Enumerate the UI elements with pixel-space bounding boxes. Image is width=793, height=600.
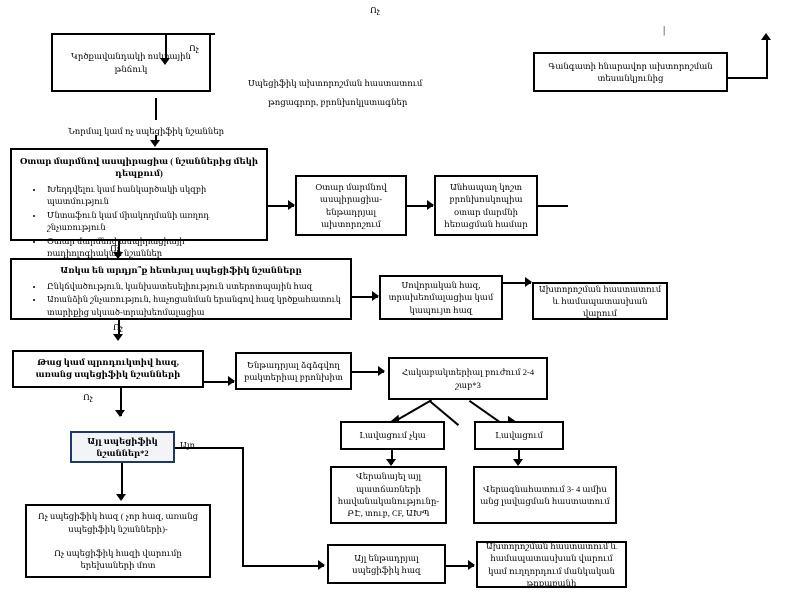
improvement-label: Լավացում [495,430,543,441]
no-improvement-label: Լավացում չկա [359,430,426,441]
confirm-diagnosis-manage-label: Ախտորոշման հաստատում և համապատասխան վարո… [538,283,662,319]
connector-blue-down-to-nonspecific [121,463,123,499]
history-exam-box[interactable]: Գանգատի հնարավոր ախտորոշման տեսանկյունից [533,52,728,92]
foreign-body-aspiration-title: Օտար մարմնով ասպիրացիա ( նշաններից մեկի … [19,156,259,178]
foreign-body-aspiration-bullets: Խեղդվելու կամ հանկարծակի սկզբի պատմությո… [18,184,260,262]
connector-chest-trauma-top [165,33,215,35]
other-suspected-specific-cough-box[interactable]: Այլ ենթադրյալ սպեցիֆիկ հազ [327,544,446,584]
arrowhead-specific-to-common-cough [372,291,379,301]
other-specific-signs-box[interactable]: Այլ սպեցիֆիկ նշաններ*2 [70,431,175,463]
common-cough-box[interactable]: Սովորական հազ, տրախեոմալացիա կամ կապույտ… [379,275,503,320]
label-no-after-specific: Ոչ [113,322,123,333]
chest-trauma-box[interactable]: Կրծքավանդակի ոսկրային թնճուկ [51,33,211,92]
reassess-box[interactable]: Վերագնահատում 3- 4 ամիս անց լավացման հաս… [473,466,617,524]
aspiration-note-line1: Սպեցիֆիկ ախտորոշման հաստատում [248,78,423,88]
list-item: Խեղդվելու կամ հանկարծակի սկզբի պատմությո… [44,184,260,209]
connector-other-suspected-to-confirm2 [446,565,474,567]
arrowhead-common-to-confirm [525,277,532,287]
connector-fb-down [118,241,120,256]
review-other-causes-label: Վերանայել այլ պատճառների հավանականությու… [337,471,440,519]
arrowhead-into-fb-box [150,140,160,147]
connector-common-to-confirm [503,282,531,284]
connector-into-chest-trauma [165,33,167,62]
connector-wet-down [120,388,122,416]
review-other-causes-box[interactable]: Վերանայել այլ պատճառների հավանականությու… [330,466,447,524]
connector-improvement-down [518,450,520,464]
common-cough-label: Սովորական հազ, տրախեոմալացիա կամ կապույտ… [388,280,494,315]
reassess-label: Վերագնահատում 3- 4 ամիս անց լավացման հաս… [480,483,610,506]
edge-label-nonspecific-signs: Նորմալ կամ ոչ սպեցիֆիկ նշաններ [68,126,225,136]
connector-specific-to-common-cough [352,296,378,298]
improvement-box[interactable]: Լավացում [474,421,564,450]
confirm-diagnosis-guideline-label: Ախտորոշման հաստատում և համապատասխան վարո… [485,540,618,588]
list-item: Օտար մարմնով ասպիրացիայի ռադիոլոգիական ն… [44,236,260,261]
connector-specific-down [118,320,120,338]
antibacterial-treatment-line2: շաբ*3 [455,379,481,390]
connector-fb-to-suspected [268,205,294,207]
arrowhead-blue-to-other-suspected [318,560,325,570]
connector-bronchoscopy-out [538,205,568,207]
connector-blue-right [175,447,244,449]
vertical-bar-decoration: | [663,24,666,36]
arrowhead-into-chest-trauma [160,58,170,65]
label-no-after-wet-cough: Ոչ [83,392,93,402]
connector-blue-to-other-suspected [242,565,324,567]
aspiration-note-line2: թոցագրոր, բրոնխոկլստագներ [268,97,408,107]
arrowhead-into-wet-cough [113,334,123,341]
label-no-after-aspiration: Ոչ [110,243,120,253]
confirm-diagnosis-guideline-box[interactable]: Ախտորոշման հաստատում և համապատասխան վարո… [476,541,627,588]
urgent-bronchoscopy-label: Անհապաղ կոշտ բրոնխոսկոպիա օտար մարմնի հե… [444,181,528,229]
suspected-aspiration-box[interactable]: Օտար մարմնով ասպիրացիա-ենթադրյալ ախտորոշ… [295,175,407,236]
antibacterial-treatment-line1: Հակաբակտերիալ բուժում 2-4 [401,367,535,378]
list-item: Առանձին շնչառություն, հաչոցանման երանգով… [44,294,344,319]
nonspecific-cough-line1: Ոչ սպեցիֆիկ հազ ( չոր հազ, առանց սպեցիֆի… [37,511,199,534]
other-suspected-specific-cough-label: Այլ ենթադրյալ սպեցիֆիկ հազ [352,552,421,575]
arrowhead-bronchitis-to-antibacterial [378,366,385,376]
antibacterial-treatment-box[interactable]: Հակաբակտերիալ բուժում 2-4 շաբ*3 [388,357,548,400]
nonspecific-cough-box[interactable]: Ոչ սպեցիֆիկ հազ ( չոր հազ, առանց սպեցիֆի… [25,504,211,578]
protracted-bacterial-bronchitis-label: Ենթադրյալ ձգձգվող բակտերիալ բրոնխիտ [244,359,343,382]
connector-chest-trauma-down2 [155,135,157,143]
arrowhead-fb-to-suspected [288,200,295,210]
confirm-diagnosis-manage-box[interactable]: Ախտորոշման հաստատում և համապատասխան վարո… [532,282,668,320]
urgent-bronchoscopy-box[interactable]: Անհապաղ կոշտ բրոնխոսկոպիա օտար մարմնի հե… [434,175,538,236]
connector-no-improvement-down [391,450,393,464]
chest-trauma-label: Կրծքավանդակի ոսկրային թնճուկ [71,51,191,74]
list-item: Ընկճվածություն, կանխատեսելիություն ստերո… [44,281,344,293]
wet-productive-cough-box[interactable]: Թաց կամ պրոդուկտիվ հազ, առանց սպեցիֆիկ ն… [12,350,204,388]
no-improvement-box[interactable]: Լավացում չկա [340,421,445,450]
foreign-body-aspiration-box[interactable]: Օտար մարմնով ասպիրացիա ( նշաններից մեկի … [10,148,268,258]
connector-bronchitis-to-antibacterial [352,371,384,373]
specific-signs-bullets: Ընկճվածություն, կանխատեսելիություն ստերո… [18,281,344,320]
arrowhead-into-blue-box [115,410,125,417]
connector-top-right-out [728,77,768,79]
arrowhead-wet-to-bronchitis [228,376,235,386]
suspected-aspiration-label: Օտար մարմնով ասպիրացիա-ենթադրյալ ախտորոշ… [315,181,387,229]
specific-signs-box[interactable]: Առկա են արդյո՞ք հետևյալ սպեցիֆիկ նշաններ… [10,258,352,320]
label-no-top: Ոչ [370,5,380,15]
arrowhead-into-specific-signs [113,252,123,259]
arrowhead-no-improvement-down [386,459,396,466]
other-specific-signs-label: Այլ սպեցիֆիկ նշաններ*2 [87,435,158,458]
arrowhead-other-suspected-to-confirm2 [468,560,475,570]
history-exam-label: Գանգատի հնարավոր ախտորոշման տեսանկյունից [548,60,713,83]
list-item: Մնտաֆուն կամ միակողմանի առղոդ շնչառությո… [44,210,260,235]
specific-signs-title: Առկա են արդյո՞ք հետևյալ սպեցիֆիկ նշաններ… [60,265,302,275]
nonspecific-cough-line2: Ոչ սպեցիֆիկ հազի վարումը երեխաների մոտ [54,548,182,571]
arrowhead-into-nonspecific-cough [116,494,126,501]
connector-suspected-to-bronchoscopy [407,205,433,207]
protracted-bacterial-bronchitis-box[interactable]: Ենթադրյալ ձգձգվող բակտերիալ բրոնխիտ [235,352,352,390]
connector-blue-down [242,447,244,567]
label-yes-other-specific: Այո [180,440,196,450]
connector-antibacterial-left-branch [392,399,432,423]
connector-wet-to-bronchitis [204,381,234,383]
arrowhead-top-right-up [761,33,771,40]
arrowhead-suspected-to-bronchoscopy [427,200,434,210]
connector-chest-trauma-down [155,98,157,120]
wet-productive-cough-label: Թաց կամ պրոդուկտիվ հազ, առանց սպեցիֆիկ ն… [35,357,181,379]
arrowhead-improvement-down [513,459,523,466]
label-no-box1: Ոչ [189,43,199,53]
connector-top-right-up [766,40,768,79]
